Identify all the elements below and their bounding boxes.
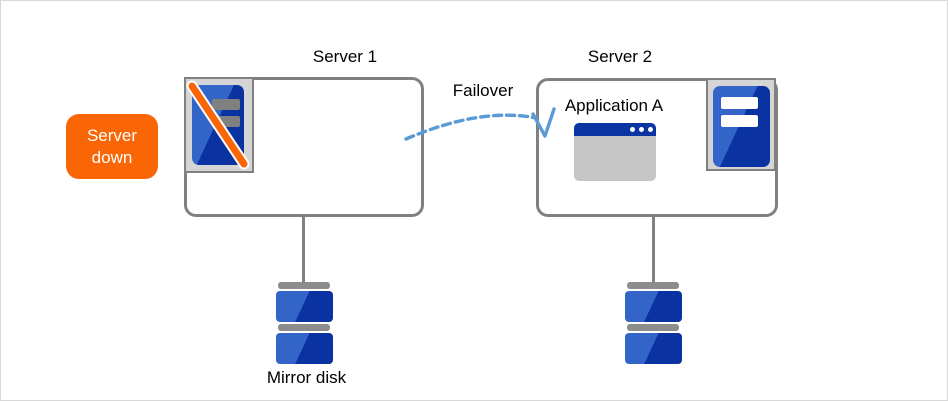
- mirror-disk-label: Mirror disk: [266, 368, 347, 387]
- server-slot-bar: [721, 97, 758, 109]
- disk-platter: [276, 291, 333, 322]
- server-slot-bar: [212, 116, 240, 127]
- application-label: Application A: [564, 96, 664, 115]
- failover-label: Failover: [452, 81, 514, 100]
- app-window-dot: [639, 127, 644, 132]
- server1-disk-connector: [302, 217, 305, 283]
- disk-cap: [278, 324, 330, 331]
- disk-platter: [625, 333, 682, 364]
- slash-icon: [186, 80, 250, 170]
- server-down-badge-line2: down: [91, 147, 133, 167]
- disk-cap: [627, 324, 679, 331]
- disk-platter: [625, 291, 682, 322]
- server-down-badge: Server down: [66, 114, 158, 179]
- server-icon: [706, 78, 776, 171]
- app-window-titlebar: [574, 123, 656, 136]
- disk-platter: [276, 333, 333, 364]
- server-slot-bar: [212, 99, 240, 110]
- server-down-badge-line1: Server: [86, 125, 138, 145]
- app-window-dot: [630, 127, 635, 132]
- server1-title: Server 1: [312, 47, 378, 66]
- server2-disk-connector: [652, 217, 655, 283]
- server-down-icon: [184, 77, 254, 173]
- app-window-icon: [574, 123, 656, 181]
- disk-cap: [627, 282, 679, 289]
- failover-arrow-icon: [404, 107, 556, 141]
- app-window-dot: [648, 127, 653, 132]
- server2-title: Server 2: [587, 47, 653, 66]
- server-slot-bar: [721, 115, 758, 127]
- disk-cap: [278, 282, 330, 289]
